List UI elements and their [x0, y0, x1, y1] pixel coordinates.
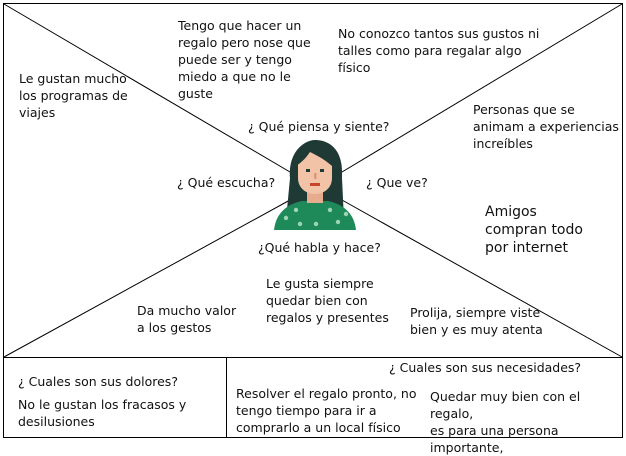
label-que-piensa-siente: ¿ Qué piensa y siente?	[248, 119, 390, 134]
nose	[314, 173, 317, 179]
note-experiencias-increibles: Personas que se animam a experiencias in…	[473, 102, 619, 151]
outer-frame	[3, 3, 623, 438]
shirt	[274, 201, 356, 230]
note-amigos-internet: Amigos compran todo por internet	[485, 204, 583, 256]
lips	[310, 183, 320, 186]
diagonal-top-right	[341, 3, 623, 173]
note-programas-viajes: Le gustan mucho los programas de viajes	[19, 71, 128, 120]
note-prolija-atenta: Prolija, siempre viste bien y es muy ate…	[410, 305, 543, 337]
note-quedar-muy-bien: Quedar muy bien con el regalo, es para u…	[430, 389, 581, 455]
shirt-dots	[283, 207, 349, 227]
note-quedar-bien-regalos: Le gusta siempre quedar bien con regalos…	[266, 276, 389, 325]
label-cuales-necesidades: ¿ Cuales son sus necesidades?	[389, 360, 582, 375]
eye-right	[320, 169, 324, 172]
woman-avatar-icon	[274, 140, 356, 230]
note-fracasos-desilusiones: No le gustan los fracasos y desilusiones	[18, 397, 187, 429]
note-valor-gestos: Da mucho valor a los gestos	[137, 303, 237, 335]
hair-fringe	[296, 142, 335, 168]
empathy-map-canvas	[3, 3, 623, 438]
note-resolver-regalo: Resolver el regalo pronto, no tengo tiem…	[236, 386, 417, 435]
label-que-escucha: ¿ Qué escucha?	[177, 175, 276, 190]
label-cuales-dolores: ¿ Cuales son sus dolores?	[18, 374, 178, 389]
label-que-habla-hace: ¿Qué habla y hace?	[258, 240, 381, 255]
diagonal-bottom-right	[341, 199, 623, 358]
diagonal-top-left	[3, 3, 291, 173]
note-gustos-talles: No conozco tantos sus gustos ni talles c…	[338, 26, 540, 75]
eye-left	[306, 169, 310, 172]
label-que-ve: ¿ Que ve?	[366, 175, 428, 190]
note-regalo-miedo: Tengo que hacer un regalo pero nose que …	[178, 18, 311, 101]
diagonal-bottom-left	[3, 199, 291, 358]
